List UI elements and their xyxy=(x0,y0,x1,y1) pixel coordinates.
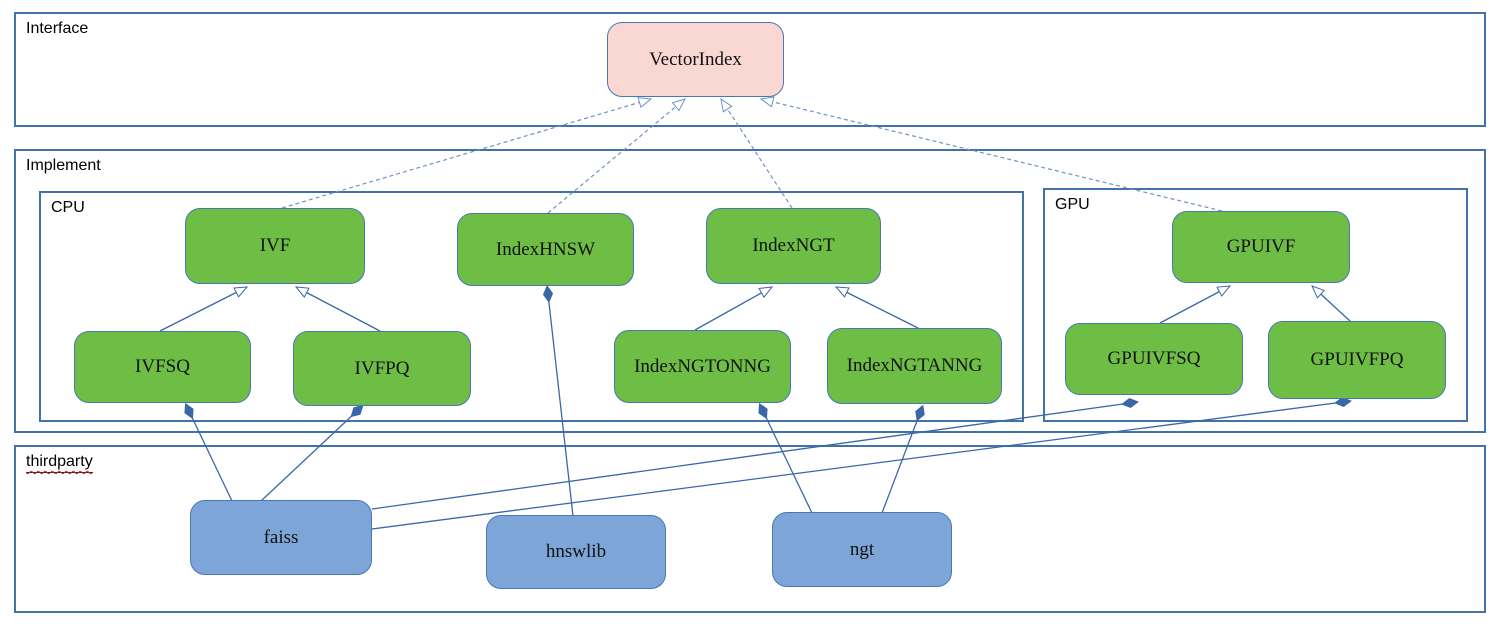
node-label-VectorIndex: VectorIndex xyxy=(649,48,742,70)
edge-generalization-IndexNGTANNG-to-IndexNGT xyxy=(836,286,919,329)
edge-generalization-IndexNGTONNG-to-IndexNGT xyxy=(694,287,772,331)
node-IndexNGT[interactable]: IndexNGT xyxy=(706,208,881,284)
container-label-implement: Implement xyxy=(26,157,101,174)
node-label-IVFPQ: IVFPQ xyxy=(354,357,410,379)
node-faiss[interactable]: faiss xyxy=(190,500,372,575)
edge-realization-GPUIVF-to-VectorIndex xyxy=(761,99,1223,212)
node-label-IndexNGTONNG: IndexNGTONNG xyxy=(634,355,771,377)
node-IndexNGTANNG[interactable]: IndexNGTANNG xyxy=(827,328,1002,404)
node-label-IVF: IVF xyxy=(259,235,291,256)
node-label-IndexNGT: IndexNGT xyxy=(752,235,835,256)
node-label-GPUIVFPQ: GPUIVFPQ xyxy=(1310,349,1404,370)
edge-realization-IndexHNSW-to-VectorIndex xyxy=(547,99,685,214)
node-label-GPUIVFSQ: GPUIVFSQ xyxy=(1107,348,1201,369)
edge-composition-ngt-to-IndexNGTANNG xyxy=(881,413,920,514)
edge-realization-IndexNGT-to-VectorIndex xyxy=(721,99,793,209)
edge-composition-faiss-to-IVFPQ xyxy=(260,411,357,502)
edge-composition-hnswlib-to-IndexHNSW xyxy=(548,294,574,517)
container-label-cpu: CPU xyxy=(51,199,85,216)
node-IVFPQ[interactable]: IVFPQ xyxy=(293,331,471,406)
edge-composition-faiss-to-GPUIVFPQ xyxy=(371,402,1343,530)
edge-composition-faiss-to-GPUIVFSQ xyxy=(371,403,1130,510)
edge-generalization-IVFPQ-to-IVF xyxy=(296,287,381,332)
node-IndexNGTONNG[interactable]: IndexNGTONNG xyxy=(614,330,791,403)
container-label-thirdparty: thirdparty xyxy=(26,453,93,473)
edge-generalization-IVFSQ-to-IVF xyxy=(159,287,247,332)
node-label-GPUIVF: GPUIVF xyxy=(1226,236,1296,257)
node-IVF[interactable]: IVF xyxy=(185,208,365,284)
node-GPUIVFPQ[interactable]: GPUIVFPQ xyxy=(1268,321,1446,399)
node-label-ngt: ngt xyxy=(849,538,875,560)
edge-composition-ngt-to-IndexNGTONNG xyxy=(763,411,813,514)
node-GPUIVF[interactable]: GPUIVF xyxy=(1172,211,1350,283)
edge-generalization-GPUIVFSQ-to-GPUIVF xyxy=(1159,286,1230,324)
node-hnswlib[interactable]: hnswlib xyxy=(486,515,666,589)
node-GPUIVFSQ[interactable]: GPUIVFSQ xyxy=(1065,323,1243,395)
node-label-IndexHNSW: IndexHNSW xyxy=(495,238,596,260)
node-IndexHNSW[interactable]: IndexHNSW xyxy=(457,213,634,286)
node-label-faiss: faiss xyxy=(263,526,299,548)
edge-composition-faiss-to-IVFSQ xyxy=(189,411,233,502)
container-label-gpu: GPU xyxy=(1055,196,1090,213)
node-ngt[interactable]: ngt xyxy=(772,512,952,587)
edge-generalization-GPUIVFPQ-to-GPUIVF xyxy=(1312,286,1351,322)
container-label-interface: Interface xyxy=(26,20,89,37)
node-IVFSQ[interactable]: IVFSQ xyxy=(74,331,251,403)
node-label-hnswlib: hnswlib xyxy=(545,541,607,562)
node-VectorIndex[interactable]: VectorIndex xyxy=(607,22,784,97)
node-label-IVFSQ: IVFSQ xyxy=(135,356,190,377)
edge-realization-IVF-to-VectorIndex xyxy=(281,99,651,209)
node-label-IndexNGTANNG: IndexNGTANNG xyxy=(846,355,983,376)
